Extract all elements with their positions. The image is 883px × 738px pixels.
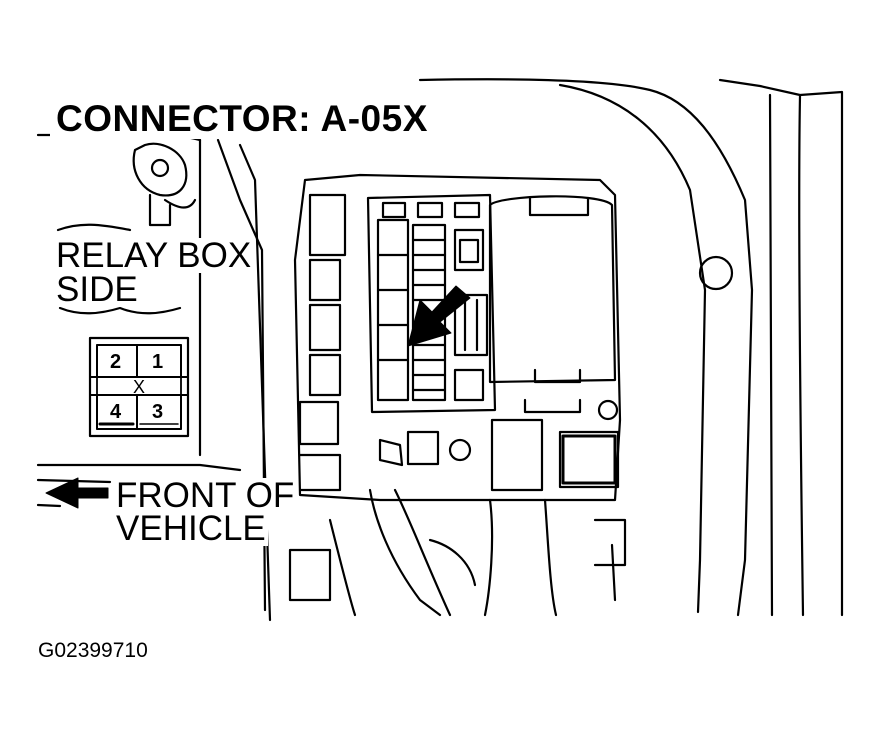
connector-pin-2: 2	[110, 351, 122, 373]
connector-pin-3: 3	[152, 401, 164, 423]
front-of-vehicle-label-line1: FRONT OF	[114, 476, 297, 515]
connector-face	[88, 336, 190, 438]
sensor-bracket	[132, 142, 188, 197]
relay-box-side-label-line1: RELAY BOX	[54, 236, 254, 275]
fender-inner-line	[558, 83, 707, 614]
pointer-arrow-icon	[407, 285, 471, 347]
fender-bolt-hole	[698, 255, 734, 291]
arrow-left-icon	[45, 477, 109, 509]
connector-title: CONNECTOR: A-05X	[50, 98, 434, 139]
figure-id: G02399710	[38, 639, 148, 662]
relay-box-housing	[293, 173, 622, 502]
fender-outline	[418, 78, 754, 617]
wire-harness	[368, 488, 442, 617]
relay-box-side-label-line2: SIDE	[54, 270, 140, 309]
front-of-vehicle-label-line2: VEHICLE	[114, 509, 268, 548]
connector-pin-4: 4	[110, 401, 122, 423]
connector-center-mark: X	[133, 377, 146, 397]
connector-pin-1: 1	[152, 351, 164, 373]
fender-edge	[718, 78, 844, 617]
